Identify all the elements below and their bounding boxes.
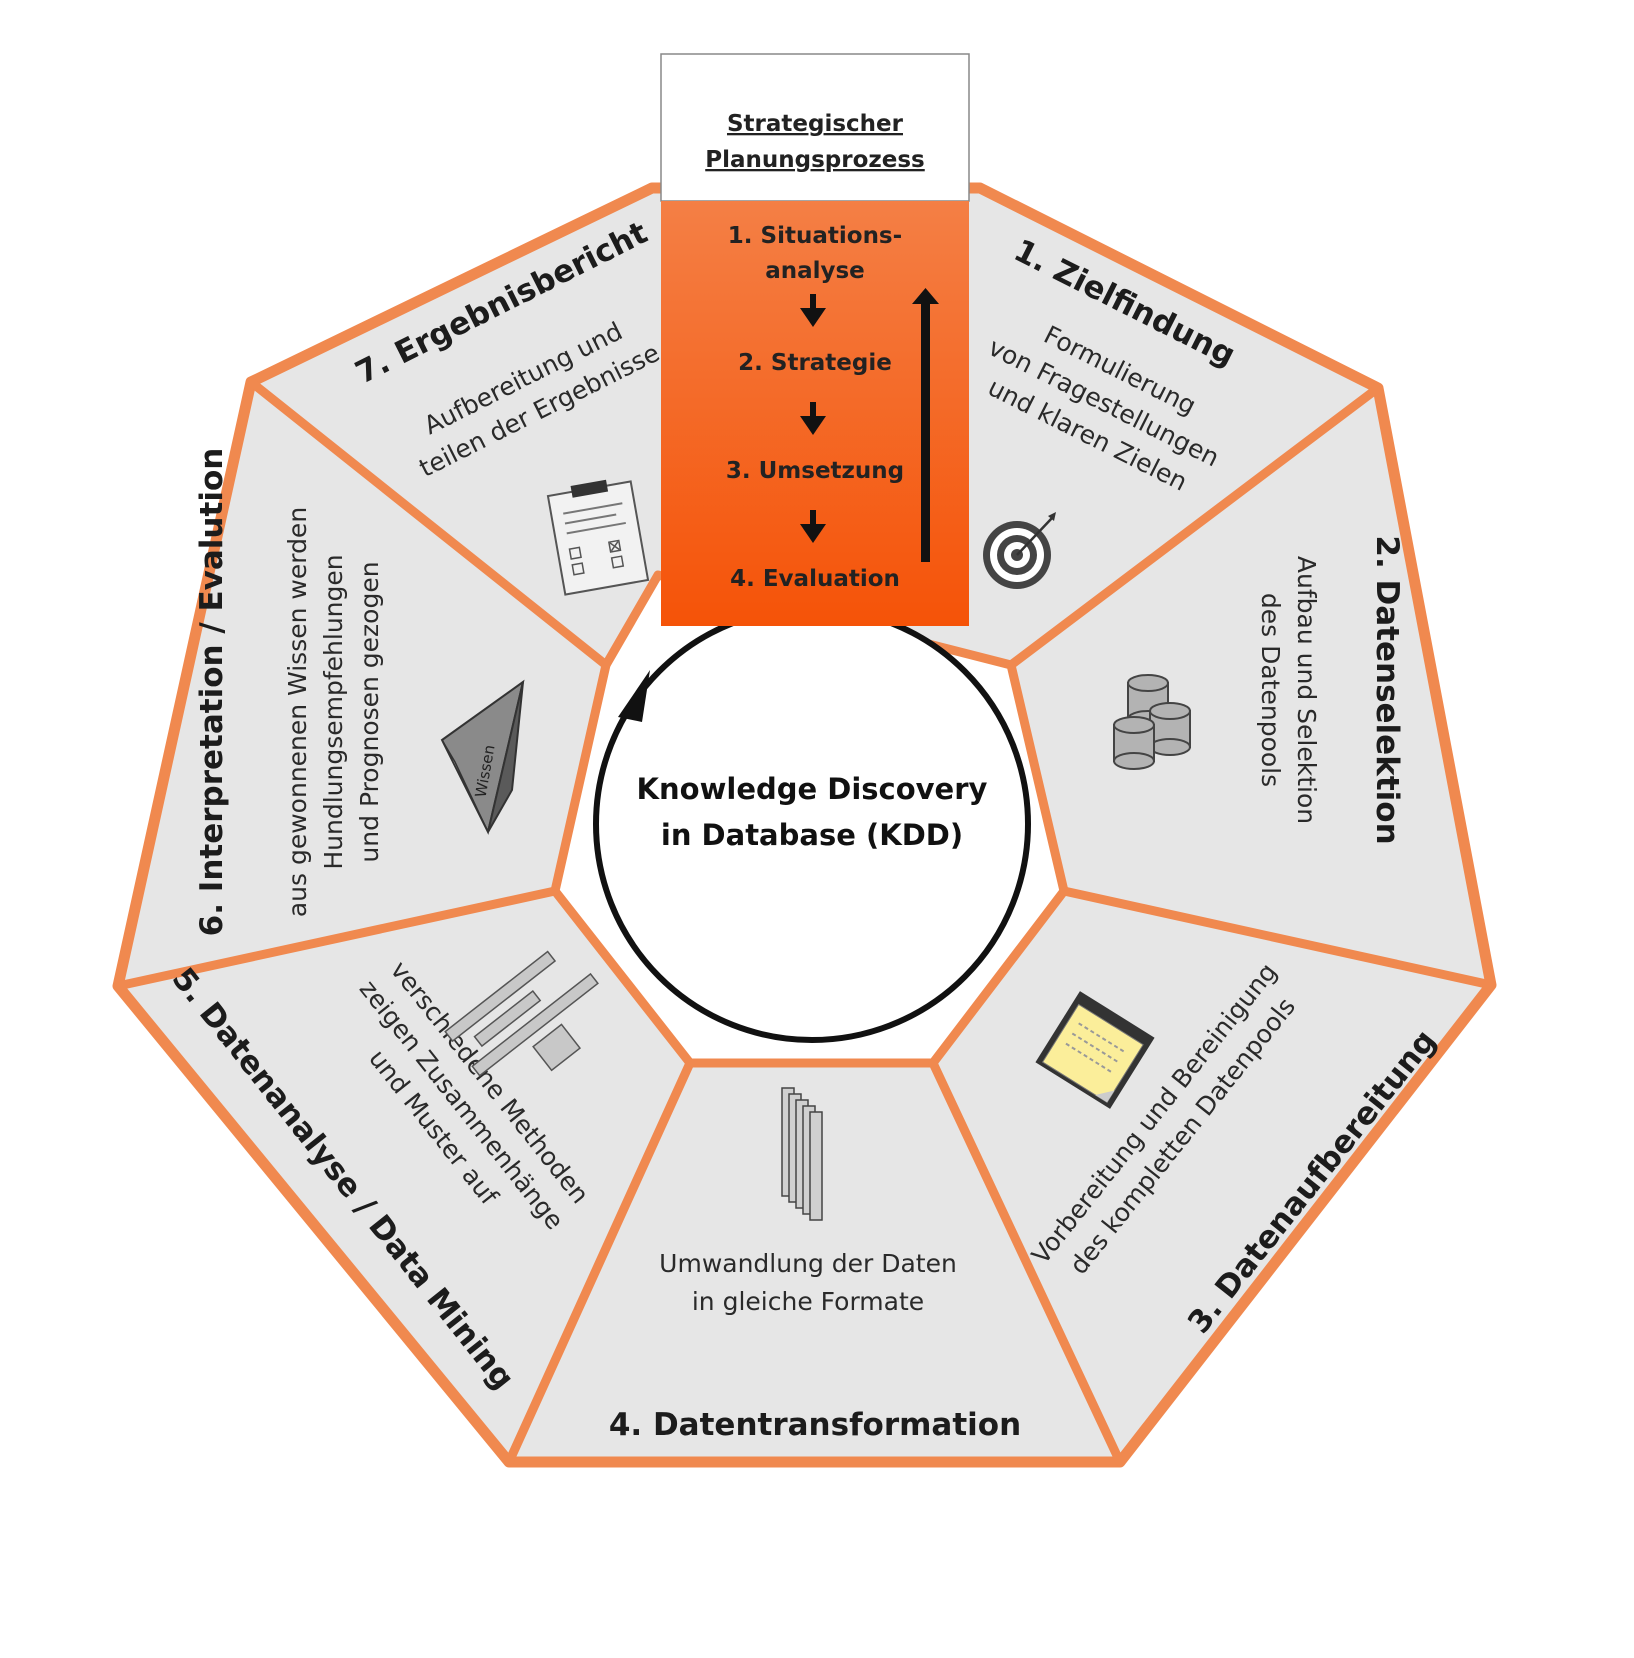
down-arrow-icon (800, 294, 826, 543)
planning-title-line2: Planungsprozess (705, 147, 925, 173)
segment-2-desc-2: des Datenpools (1256, 593, 1285, 787)
kdd-title-line1: Knowledge Discovery (637, 772, 988, 806)
planning-step-1-line1: 1. Situations- (728, 223, 902, 249)
notepad-icon (1035, 991, 1155, 1109)
segment-6-desc-3: und Prognosen gezogen (355, 561, 384, 862)
planning-step-4: 4. Evaluation (730, 566, 900, 592)
bar-chart-icon (444, 950, 599, 1077)
database-icon (1113, 674, 1191, 770)
segment-datentransformation: 4. Datentransformation Umwandlung der Da… (609, 1087, 1021, 1443)
segment-6-desc-2: Hundlungsempfehlungen (319, 554, 348, 869)
kdd-title-line2: in Database (KDD) (661, 818, 963, 852)
segment-4-title: 4. Datentransformation (609, 1407, 1021, 1443)
planning-box-header (660, 53, 970, 202)
planning-step-3: 3. Umsetzung (726, 458, 904, 484)
segment-6-title: 6. Interpretation / Evalution (194, 448, 230, 937)
up-arrow-icon (912, 288, 939, 562)
segment-4-desc-2: in gleiche Formate (692, 1287, 924, 1316)
segment-6-desc-1: aus gewonnenen Wissen werden (283, 507, 312, 917)
planning-step-1-line2: analyse (765, 258, 865, 284)
segment-2-desc-1: Aufbau und Selektion (1292, 556, 1321, 824)
planning-step-2: 2. Strategie (738, 350, 892, 376)
knowledge-pyramid-icon: Wissen (440, 679, 525, 835)
segment-2-title: 2. Datenselektion (1369, 535, 1405, 844)
segment-datenselektion: 2. Datenselektion Aufbau und Selektion d… (1113, 535, 1405, 845)
planning-box: Strategischer Planungsprozess 1. Situati… (660, 53, 970, 626)
cycle-arrowhead (618, 670, 650, 722)
segment-interpretation: 6. Interpretation / Evalution aus gewonn… (194, 448, 525, 937)
report-clipboard-icon (546, 479, 650, 596)
segment-4-desc-1: Umwandlung der Daten (659, 1249, 957, 1278)
stacked-pages-icon (781, 1087, 823, 1221)
segment-dividers (113, 377, 1496, 1467)
target-icon (983, 512, 1056, 589)
planning-title-line1: Strategischer (727, 111, 904, 137)
